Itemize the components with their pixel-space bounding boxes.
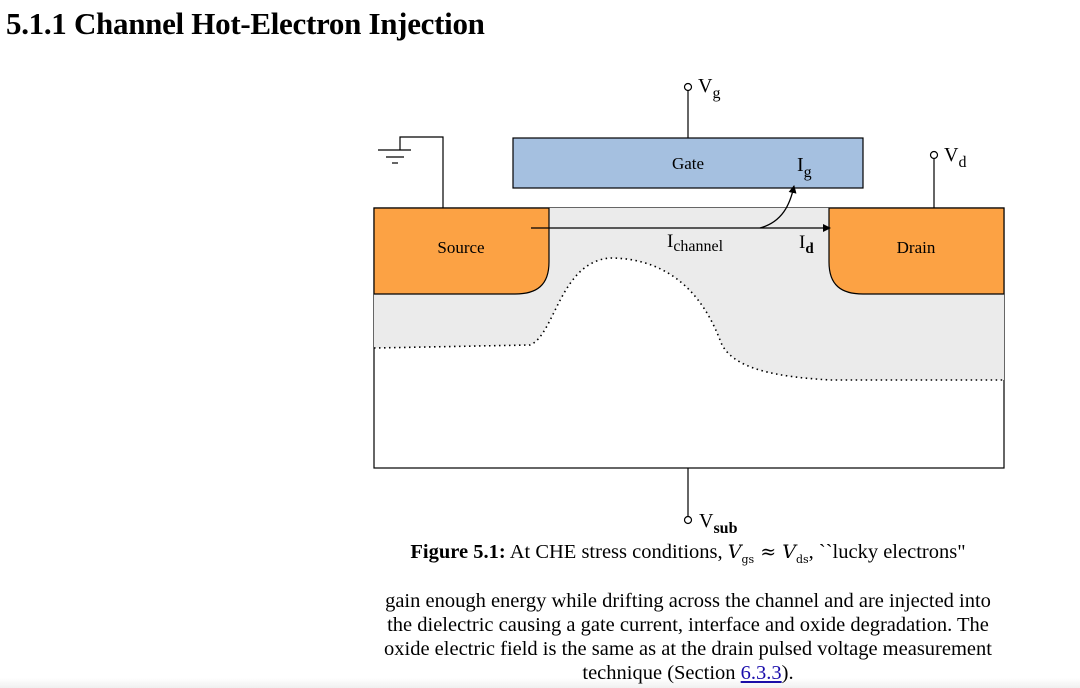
page-bottom-shadow bbox=[0, 678, 1080, 688]
figure-caption: Figure 5.1: At CHE stress conditions, Vg… bbox=[370, 540, 1006, 685]
caption-math: Vgs ≈ Vds bbox=[727, 541, 809, 566]
caption-after-math: , ``lucky electrons" bbox=[808, 541, 966, 563]
gate-terminal-node bbox=[683, 82, 693, 92]
source-region bbox=[373, 207, 550, 295]
drain-region bbox=[828, 207, 1005, 295]
substrate-terminal-node bbox=[683, 515, 693, 525]
drain-current-label: Id bbox=[799, 232, 814, 257]
gate-current-arrow bbox=[759, 185, 797, 229]
section-heading: 5.1.1 Channel Hot-Electron Injection bbox=[6, 6, 485, 42]
gate-current-label: Ig bbox=[797, 154, 812, 181]
section-ref-link[interactable]: 6.3.3 bbox=[740, 661, 782, 684]
caption-intro: At CHE stress conditions, bbox=[509, 541, 723, 563]
caption-first-line: Figure 5.1: At CHE stress conditions, Vg… bbox=[370, 540, 1006, 572]
source-label: Source bbox=[437, 238, 484, 257]
drain-voltage-label: Vd bbox=[944, 144, 966, 171]
gate-electrode bbox=[512, 137, 864, 189]
gate-voltage-label: Vg bbox=[698, 75, 720, 102]
ground-icon bbox=[378, 136, 444, 208]
drain-label: Drain bbox=[897, 238, 936, 257]
section-number: 5.1.1 bbox=[6, 6, 67, 41]
substrate-voltage-label: Vsub bbox=[699, 510, 738, 537]
channel-current-label: Ichannel bbox=[667, 231, 724, 255]
gate-label: Gate bbox=[672, 154, 704, 173]
section-title-text: Channel Hot-Electron Injection bbox=[73, 6, 485, 41]
drain-terminal-node bbox=[929, 150, 939, 160]
caption-label: Figure 5.1: bbox=[410, 541, 506, 563]
caption-body: gain enough energy while drifting across… bbox=[384, 589, 992, 684]
